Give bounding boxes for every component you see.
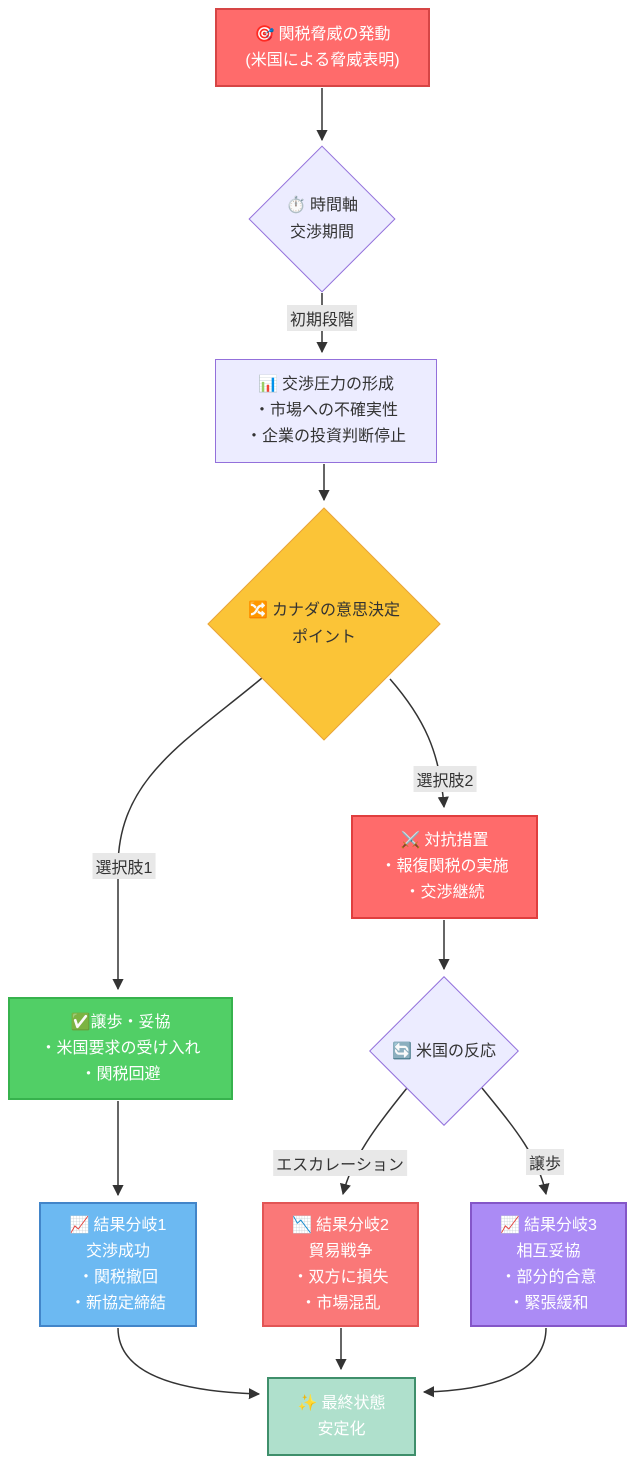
node-title-line: 🎯関税脅威の発動 <box>255 22 391 48</box>
chart-increasing-icon: 📈 <box>500 1216 520 1234</box>
bar-chart-icon: 📊 <box>258 376 278 393</box>
node-title: 対抗措置 <box>424 832 489 849</box>
edge-label-option1: 選択肢1 <box>92 853 156 879</box>
node-decision: 🔀カナダの意思決定 ポイント <box>207 507 441 741</box>
stopwatch-icon: ⏱️ <box>286 197 306 214</box>
node-title-line: 🔄米国の反応 <box>392 1038 496 1065</box>
node-bullet: ・双方に損失 <box>292 1268 389 1286</box>
edge-outcome1-to-final <box>117 1327 261 1400</box>
node-bullet: ・関税回避 <box>80 1065 161 1083</box>
node-title: カナダの意思決定 <box>271 602 400 619</box>
chart-increasing-icon: 📈 <box>69 1216 90 1234</box>
node-bullet: ・新協定締結 <box>69 1294 166 1312</box>
node-title-line: 📉結果分岐2 <box>292 1213 389 1239</box>
node-title-line: 📈結果分岐3 <box>500 1213 597 1239</box>
node-bullet: ・緊張緩和 <box>508 1294 589 1312</box>
node-bullet: ・交渉継続 <box>404 884 485 901</box>
node-title: 譲歩・妥協 <box>90 1013 171 1031</box>
node-bullet: ・米国要求の受け入れ <box>40 1039 201 1057</box>
node-title-line: 📊交渉圧力の形成 <box>258 372 394 398</box>
node-title: 時間軸 <box>309 197 358 214</box>
node-bullet: ・関税撤回 <box>77 1268 158 1286</box>
edge-label-initial-phase: 初期段階 <box>286 305 358 331</box>
diamond-label: 🔀カナダの意思決定 ポイント <box>207 507 441 741</box>
node-concede: ✅譲歩・妥協 ・米国要求の受け入れ ・関税回避 <box>8 997 233 1100</box>
node-subtitle: 安定化 <box>317 1420 366 1438</box>
check-mark-icon: ✅ <box>70 1013 91 1031</box>
crossed-swords-icon: ⚔️ <box>400 832 421 849</box>
edge-label-escalation: エスカレーション <box>273 1150 407 1176</box>
node-pressure: 📊交渉圧力の形成 ・市場への不確実性 ・企業の投資判断停止 <box>215 359 437 463</box>
node-subtitle: 相互妥協 <box>516 1242 581 1260</box>
node-final: ✨最終状態 安定化 <box>267 1377 416 1456</box>
node-bullet: ・報復関税の実施 <box>380 858 509 875</box>
node-title-line: ✅譲歩・妥協 <box>71 1010 171 1036</box>
node-title: 最終状態 <box>321 1394 386 1412</box>
target-icon: 🎯 <box>254 25 275 43</box>
node-bullet: ・部分的合意 <box>500 1268 597 1286</box>
node-title: 結果分岐2 <box>316 1216 389 1234</box>
node-title-line: ⚔️対抗措置 <box>401 828 489 854</box>
edge-label-option2: 選択肢2 <box>413 766 477 792</box>
node-timeline: ⏱️時間軸 交渉期間 <box>248 145 396 293</box>
diamond-label: 🔄米国の反応 <box>369 976 519 1126</box>
node-title: 結果分岐1 <box>93 1216 167 1234</box>
node-bullet: ・企業の投資判断停止 <box>245 428 406 445</box>
node-reaction: 🔄米国の反応 <box>369 976 519 1126</box>
node-title-line: 🔀カナダの意思決定 <box>248 597 400 624</box>
node-tariff-threat: 🎯関税脅威の発動 (米国による脅威表明) <box>215 8 430 87</box>
shuffle-icon: 🔀 <box>248 602 268 619</box>
node-outcome2: 📉結果分岐2 貿易戦争 ・双方に損失 ・市場混乱 <box>262 1202 419 1327</box>
counterclockwise-arrows-icon: 🔄 <box>392 1042 412 1060</box>
node-title: 関税脅威の発動 <box>278 25 391 43</box>
diamond-label: ⏱️時間軸 交渉期間 <box>249 146 395 292</box>
node-title-line: 📈結果分岐1 <box>70 1213 167 1239</box>
node-outcome1: 📈結果分岐1 交渉成功 ・関税撤回 ・新協定締結 <box>39 1202 197 1327</box>
chart-decreasing-icon: 📉 <box>292 1216 312 1234</box>
node-subtitle: 交渉成功 <box>85 1242 150 1260</box>
edge-label-concession: 譲歩 <box>525 1149 565 1175</box>
node-subtitle: 貿易戦争 <box>308 1242 373 1260</box>
node-bullet: ・市場混乱 <box>300 1294 381 1312</box>
node-bullet: ・市場への不確実性 <box>253 402 398 419</box>
edge-reaction-to-outcome2 <box>340 1087 408 1196</box>
node-title-line: ⏱️時間軸 <box>286 192 358 219</box>
node-subtitle: ポイント <box>291 629 356 646</box>
edge-decision-to-concede <box>112 677 263 991</box>
node-subtitle: (米国による脅威表明) <box>245 51 400 69</box>
node-title: 結果分岐3 <box>524 1216 597 1234</box>
node-subtitle: 交渉期間 <box>289 224 354 241</box>
node-outcome3: 📈結果分岐3 相互妥協 ・部分的合意 ・緊張緩和 <box>470 1202 627 1327</box>
edge-outcome3-to-final <box>422 1327 547 1398</box>
node-title-line: ✨最終状態 <box>298 1391 386 1417</box>
node-title: 米国の反応 <box>415 1042 496 1060</box>
node-counter: ⚔️対抗措置 ・報復関税の実施 ・交渉継続 <box>351 815 538 919</box>
edge-reaction-to-outcome3 <box>481 1087 550 1196</box>
node-title: 交渉圧力の形成 <box>281 376 394 393</box>
sparkles-icon: ✨ <box>297 1394 318 1412</box>
